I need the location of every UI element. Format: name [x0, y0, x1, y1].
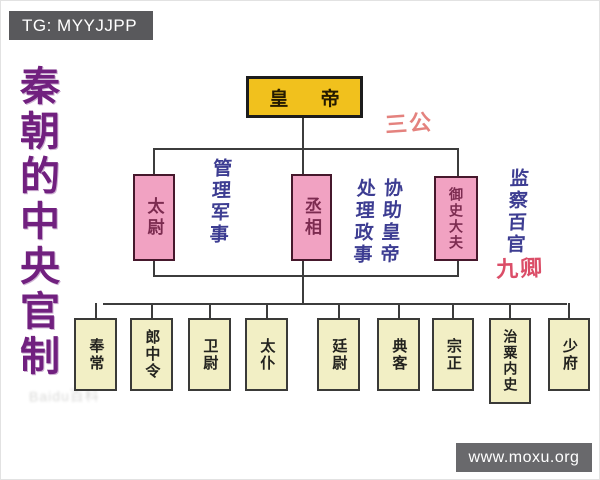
node-langzhongling: 郎中令 — [130, 318, 173, 391]
node-chengxiang: 丞相 — [291, 174, 332, 261]
connector-jiuqing-stub — [338, 303, 340, 319]
node-langzhongling-label: 郎中令 — [143, 329, 161, 380]
node-yushi-dafu-label: 御史大夫 — [448, 186, 464, 251]
connector-jiuqing-stub — [151, 303, 153, 319]
site-watermark: www.moxu.org — [456, 443, 592, 472]
node-taipu-label: 太仆 — [258, 337, 276, 372]
node-zongzheng-label: 宗正 — [444, 337, 462, 372]
node-taipu: 太仆 — [245, 318, 288, 391]
connector-emperor-stem — [302, 118, 304, 149]
connector-jiuqing-stub — [452, 303, 454, 319]
node-weiwei-label: 卫尉 — [201, 337, 219, 372]
node-tingwei-label: 廷尉 — [330, 337, 348, 372]
node-shaofu-label: 少府 — [560, 337, 578, 372]
sangong-group-label: 三公 — [384, 109, 435, 139]
connector-jiuqing-stub — [266, 303, 268, 319]
node-dianke: 典客 — [377, 318, 420, 391]
node-emperor: 皇帝 — [246, 76, 363, 118]
connector-lower-rail — [153, 275, 459, 277]
node-zhisu-neishi: 治粟内史 — [489, 318, 531, 404]
connector-taiwei-stem — [153, 148, 155, 175]
node-fengchang-label: 奉常 — [87, 337, 105, 372]
connector-jiuqing-stub — [95, 303, 97, 319]
connector-taiwei-down — [153, 260, 155, 277]
node-emperor-label: 皇帝 — [269, 88, 372, 110]
connector-chengxiang-down — [302, 260, 304, 277]
connector-chengxiang-stem — [302, 148, 304, 175]
node-taiwei: 太尉 — [133, 174, 175, 261]
connector-jiuqing-stub — [209, 303, 211, 319]
node-zongzheng: 宗正 — [432, 318, 474, 391]
connector-sangong-rail — [153, 148, 459, 150]
node-taiwei-label: 太尉 — [144, 196, 164, 239]
site-watermark-text: www.moxu.org — [468, 448, 580, 466]
tg-watermark-text: TG: MYYJJPP — [22, 15, 138, 35]
connector-yushi-down — [457, 260, 459, 277]
connector-jiuqing-rail — [103, 303, 567, 305]
node-yushi-dafu: 御史大夫 — [434, 176, 478, 261]
node-tingwei: 廷尉 — [317, 318, 360, 391]
tg-watermark: TG: MYYJJPP — [9, 11, 153, 40]
diagram-title: 秦朝的中央官制 — [13, 65, 60, 380]
connector-jiuqing-stub — [509, 303, 511, 319]
node-fengchang: 奉常 — [74, 318, 117, 391]
connector-yushi-stem — [457, 148, 459, 177]
node-dianke-label: 典客 — [390, 337, 408, 372]
node-chengxiang-label: 丞相 — [302, 196, 321, 239]
node-zhisu-neishi-label: 治粟内史 — [502, 329, 519, 393]
node-weiwei: 卫尉 — [188, 318, 231, 391]
connector-center-stem — [302, 275, 304, 305]
annotation-military: 管理军事 — [206, 157, 233, 247]
connector-jiuqing-stub — [568, 303, 570, 319]
annotation-assist-emperor: 协助皇帝处理政事 — [349, 177, 404, 267]
annotation-supervise: 监察百官 — [502, 167, 530, 257]
connector-jiuqing-stub — [398, 303, 400, 319]
node-shaofu: 少府 — [548, 318, 590, 391]
